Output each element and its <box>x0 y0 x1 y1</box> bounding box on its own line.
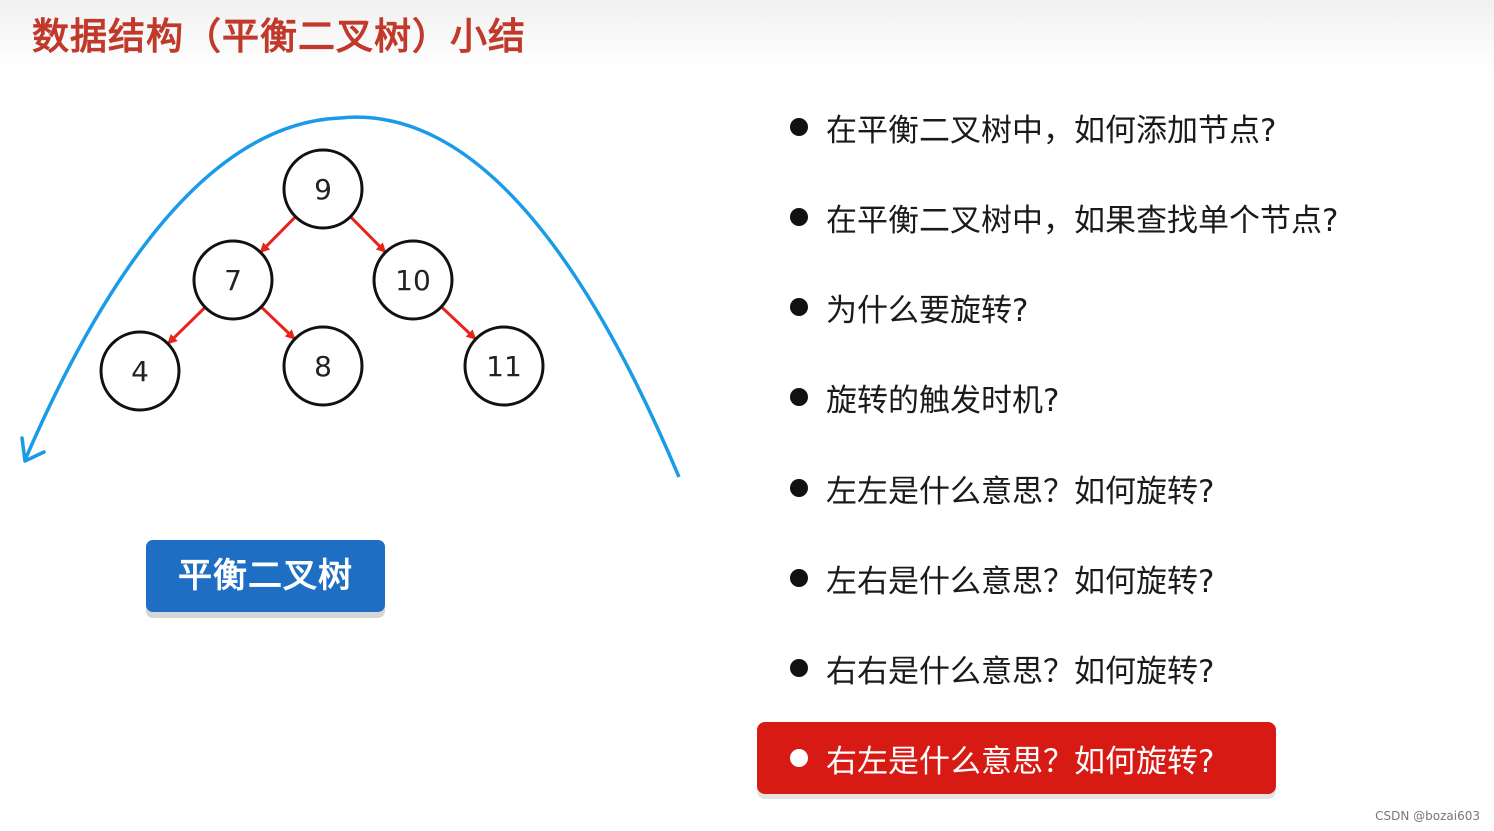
tree-edge-n7-n8 <box>260 305 296 340</box>
tree-node-circle <box>463 325 545 407</box>
bullet-icon <box>790 659 808 677</box>
bullet-icon <box>790 118 808 136</box>
tree-node-label: 9 <box>314 173 332 206</box>
question-text: 右左是什么意思？如何旋转? <box>826 743 1215 780</box>
tree-node-11: 11 <box>463 325 545 407</box>
bullet-icon <box>790 388 808 406</box>
tree-node-label: 11 <box>486 350 522 383</box>
tree-node-circle <box>192 239 274 321</box>
bullet-icon <box>790 749 808 767</box>
bullet-icon <box>790 298 808 316</box>
question-item[interactable]: 旋转的触发时机? <box>790 367 1059 427</box>
question-text: 在平衡二叉树中，如果查找单个节点? <box>826 202 1339 239</box>
tree-node-circle <box>282 148 364 230</box>
tree-edge-n7-n4 <box>167 306 207 345</box>
tree-node-label: 8 <box>314 350 332 383</box>
tree-node-9: 9 <box>282 148 364 230</box>
question-text: 左左是什么意思？如何旋转? <box>826 473 1215 510</box>
title-bar <box>0 0 1494 72</box>
question-item[interactable]: 左左是什么意思？如何旋转? <box>790 458 1214 518</box>
tree-node-label: 10 <box>395 264 431 297</box>
question-item[interactable]: 为什么要旋转? <box>790 277 1028 337</box>
tree-node-circle <box>372 239 454 321</box>
question-text: 旋转的触发时机? <box>826 382 1060 419</box>
balanced-tree-diagram: 9 7 10 4 8 11 <box>20 115 681 478</box>
rotation-arc-arrowhead-icon <box>20 436 46 463</box>
tree-node-circle <box>282 325 364 407</box>
question-text: 在平衡二叉树中，如何添加节点? <box>826 112 1277 149</box>
rotation-arc <box>23 115 681 478</box>
balanced-tree-button[interactable]: 平衡二叉树 <box>146 540 385 612</box>
tree-edge-n9-n10 <box>349 215 387 253</box>
tree-edge-n10-n11 <box>440 305 477 340</box>
bullet-icon <box>790 479 808 497</box>
tree-node-label: 4 <box>131 355 149 388</box>
tree-node-label: 7 <box>224 264 242 297</box>
question-item[interactable]: 在平衡二叉树中，如何添加节点? <box>790 97 1276 157</box>
bullet-icon <box>790 569 808 587</box>
question-item[interactable]: 在平衡二叉树中，如果查找单个节点? <box>790 187 1338 247</box>
tree-node-10: 10 <box>372 239 454 321</box>
question-item-highlighted[interactable]: 右左是什么意思？如何旋转? <box>757 722 1276 794</box>
tree-node-8: 8 <box>282 325 364 407</box>
question-text: 右右是什么意思？如何旋转? <box>826 653 1215 690</box>
tree-node-7: 7 <box>192 239 274 321</box>
question-item[interactable]: 左右是什么意思？如何旋转? <box>790 548 1214 608</box>
page-title: 数据结构（平衡二叉树）小结 <box>32 15 526 58</box>
question-item[interactable]: 右右是什么意思？如何旋转? <box>790 638 1214 698</box>
bullet-icon <box>790 208 808 226</box>
tree-node-circle <box>99 330 181 412</box>
watermark: CSDN @bozai603 <box>1375 809 1480 823</box>
tree-edge-n9-n7 <box>259 215 297 253</box>
question-text: 左右是什么意思？如何旋转? <box>826 563 1215 600</box>
question-text: 为什么要旋转? <box>826 292 1029 329</box>
tree-node-4: 4 <box>99 330 181 412</box>
